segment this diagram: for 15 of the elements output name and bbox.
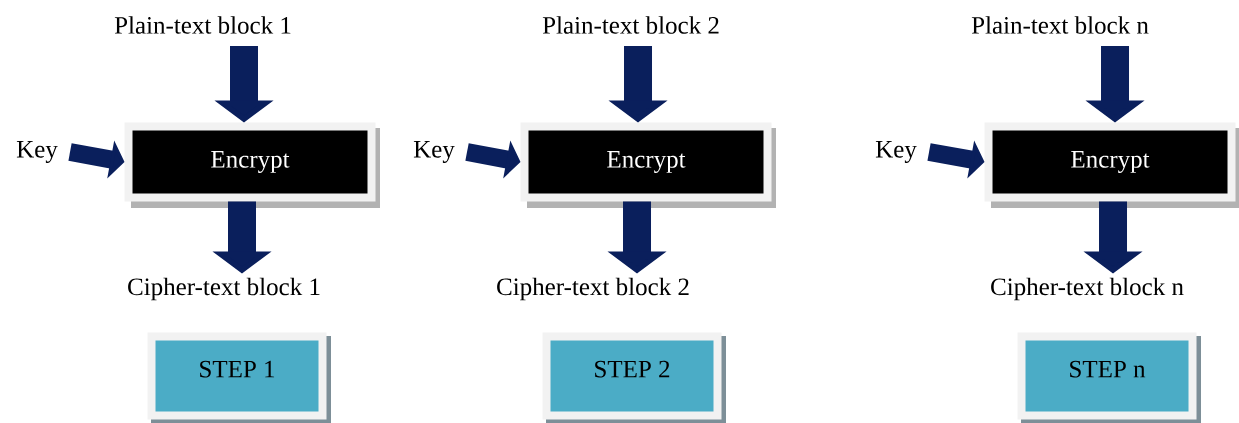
key-label: Key: [16, 141, 58, 163]
key-label: Key: [413, 141, 455, 163]
encrypt-box: Encrypt: [124, 122, 380, 208]
block-label: Cipher-text block n: [991, 277, 1184, 301]
block-label: Cipher-text block 1: [128, 277, 320, 301]
block-label: Plain-text block 2: [542, 16, 719, 34]
step-box: STEP 1: [147, 332, 331, 423]
step-box: STEP n: [1017, 332, 1201, 423]
key-label: Key: [875, 141, 917, 163]
step-box: STEP 2: [542, 332, 726, 423]
block-label: Plain-text block 1: [114, 16, 291, 34]
block-label: Cipher-text block 2: [497, 277, 689, 301]
block-label: Plain-text block n: [971, 16, 1149, 34]
encrypt-box: Encrypt: [984, 122, 1239, 208]
encrypt-box: Encrypt: [520, 122, 776, 208]
